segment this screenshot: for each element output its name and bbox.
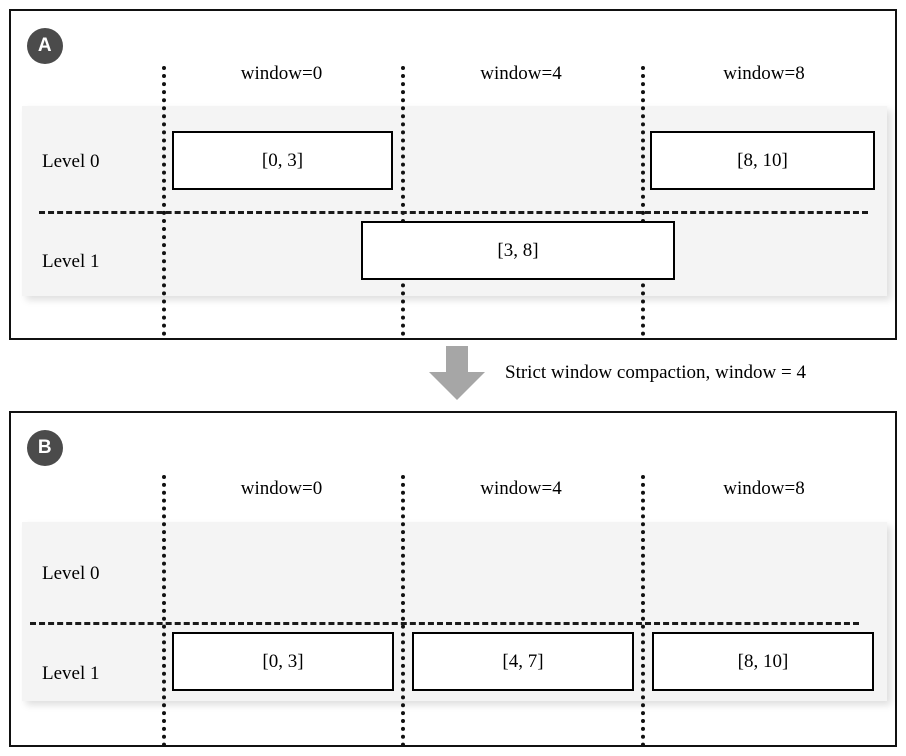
panel-b-badge: B	[27, 430, 63, 466]
window-separator-1	[401, 66, 405, 336]
arrow-down-icon	[429, 346, 485, 400]
panel-a: A window=0 window=4 window=8 Level 0 Lev…	[9, 9, 897, 340]
level-label-0: Level 0	[42, 563, 100, 584]
transition-caption: Strict window compaction, window = 4	[505, 362, 806, 383]
interval-box[interactable]: [0, 3]	[172, 632, 394, 691]
interval-box[interactable]: [3, 8]	[361, 221, 675, 280]
window-separator-1	[401, 475, 405, 747]
window-separator-2	[641, 66, 645, 336]
panel-b: B window=0 window=4 window=8 Level 0 Lev…	[9, 411, 897, 747]
window-separator-0	[162, 475, 166, 747]
window-label-1: window=4	[480, 63, 562, 84]
interval-box[interactable]: [0, 3]	[172, 131, 393, 190]
interval-box[interactable]: [8, 10]	[652, 632, 874, 691]
level-label-0: Level 0	[42, 151, 100, 172]
panel-a-badge: A	[27, 28, 63, 64]
window-separator-0	[162, 66, 166, 336]
level-label-1: Level 1	[42, 251, 100, 272]
level-divider	[30, 622, 859, 625]
window-label-2: window=8	[723, 478, 805, 499]
window-label-0: window=0	[240, 63, 323, 84]
level-label-1: Level 1	[42, 663, 100, 684]
window-separator-2	[641, 475, 645, 747]
interval-box[interactable]: [4, 7]	[412, 632, 634, 691]
level-divider	[39, 211, 868, 214]
window-label-2: window=8	[723, 63, 805, 84]
interval-box[interactable]: [8, 10]	[650, 131, 875, 190]
window-label-0: window=0	[240, 478, 323, 499]
window-label-1: window=4	[480, 478, 562, 499]
